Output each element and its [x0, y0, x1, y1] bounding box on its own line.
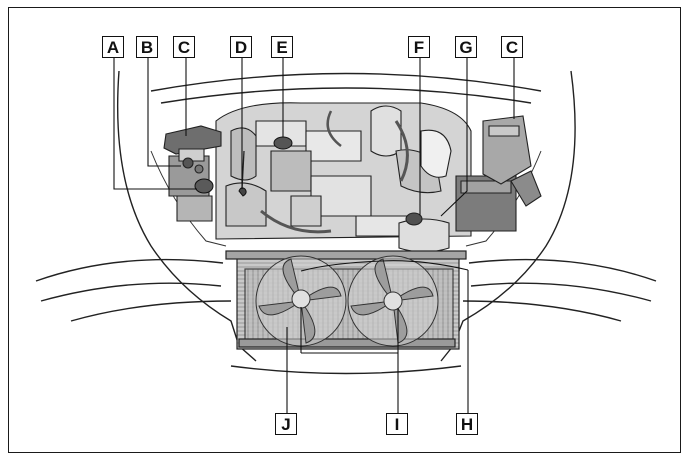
- callout-a: A: [102, 36, 124, 58]
- leader-lines: [113, 57, 515, 414]
- engine-oil-filler-cap: [273, 136, 293, 150]
- callout-g: G: [455, 36, 477, 58]
- engine-block: [215, 102, 472, 240]
- cooling-fan-left: [255, 255, 347, 347]
- coolant-reservoir: [398, 212, 450, 253]
- callout-b: B: [136, 36, 158, 58]
- right-components: [455, 115, 542, 232]
- leader-g: [440, 57, 468, 217]
- diagram-frame: [8, 7, 681, 453]
- callout-j: J: [275, 413, 297, 435]
- callout-i: I: [386, 413, 408, 435]
- callout-f: F: [408, 36, 430, 58]
- leader-h-loop: [300, 260, 469, 272]
- leader-a: [113, 57, 197, 190]
- cooling-fan-right: [347, 255, 439, 347]
- leader-b: [147, 57, 181, 167]
- bumper-outline: [35, 258, 657, 375]
- callout-c-left: C: [173, 36, 195, 58]
- left-components: [163, 125, 222, 222]
- callout-d: D: [230, 36, 252, 58]
- callout-c-right: C: [501, 36, 523, 58]
- hood-outline: [116, 70, 576, 362]
- callout-e: E: [271, 36, 293, 58]
- engine-compartment-illustration: [35, 57, 657, 414]
- callout-h: H: [456, 413, 478, 435]
- washer-fluid-cap: [194, 178, 214, 194]
- engine-oil-dipstick: [238, 187, 247, 197]
